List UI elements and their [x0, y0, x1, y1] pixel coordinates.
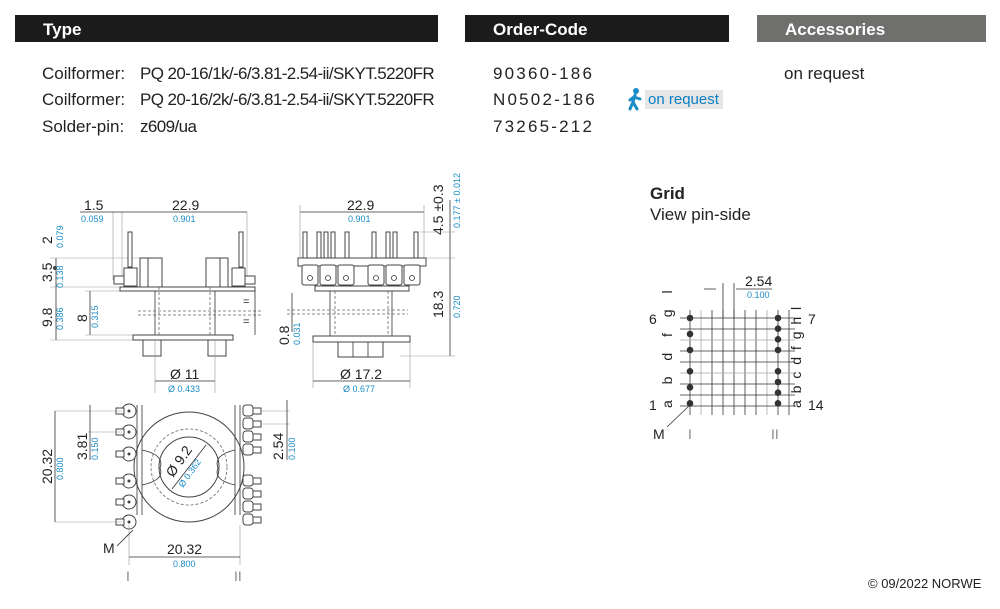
grid-num-14: 14: [808, 397, 824, 413]
grid-right-letters: a b c d f g h l: [788, 305, 804, 408]
order-code: 90360-186: [493, 64, 595, 83]
dim-dia-11: Ø 11: [170, 366, 200, 382]
grid-pin: [774, 400, 782, 407]
header-type: Type: [15, 15, 438, 42]
roman-i: I: [126, 568, 130, 584]
dim-3-81-in: 0.150: [90, 437, 100, 460]
grid-num-1: 1: [649, 397, 657, 413]
dim-1-5-in: 0.059: [81, 214, 104, 224]
grid-pitch: 2.54: [745, 273, 772, 289]
grid-title: Grid: [650, 184, 685, 203]
grid-pin: [686, 330, 694, 338]
header-order-code: Order-Code: [465, 15, 729, 42]
dim-20-32-vert-in: 0.800: [55, 457, 65, 480]
grid-pin: [774, 368, 782, 375]
dim-2-54-in: 0.100: [287, 437, 297, 460]
grid-roman-ii: II: [771, 426, 779, 442]
grid-pin: [774, 336, 782, 343]
dim-dia-17-2-in: Ø 0.677: [343, 384, 375, 394]
grid-left-letters: a b d f g l: [659, 284, 675, 408]
dim-4-5: 4.5 ±0.3: [430, 184, 446, 235]
grid-subtitle: View pin-side: [650, 205, 751, 224]
dim-dia-17-2: Ø 17.2: [340, 366, 382, 382]
dim-22-9-front: 22.9: [347, 197, 374, 213]
grid-roman-i: I: [688, 426, 692, 442]
dim-22-9: 22.9: [172, 197, 199, 213]
dim-dia-11-in: Ø 0.433: [168, 384, 200, 394]
grid-num-7: 7: [808, 311, 816, 327]
grid-pin: [686, 368, 694, 375]
on-request-badge[interactable]: on request: [626, 88, 723, 111]
grid-pin: [774, 378, 782, 386]
grid-num-6: 6: [649, 311, 657, 327]
roman-ii: II: [234, 568, 242, 584]
dim-3-5: 3.5: [39, 262, 55, 282]
dim-20-32-horiz-in: 0.800: [173, 559, 196, 569]
dim-22-9-in: 0.901: [173, 214, 196, 224]
dim-3-5-in: 0.138: [55, 265, 65, 288]
bottom-view: Ø 9.2 Ø 0.362: [39, 400, 297, 584]
header-accessories: Accessories: [757, 15, 986, 42]
grid-pin: [774, 346, 782, 354]
item-value: PQ 20-16/1k/-6/3.81-2.54-ii/SKYT.5220FR: [140, 64, 435, 83]
front-view: 22.9 0.901 4.5 ±0.3 0.177 ± 0.012 18.3 0…: [276, 173, 462, 394]
dim-20-32-vert: 20.32: [39, 449, 55, 484]
dim-3-81: 3.81: [74, 433, 90, 460]
dim-22-9-front-in: 0.901: [348, 214, 371, 224]
dim-9-8: 9.8: [39, 307, 55, 327]
order-code: 73265-212: [493, 117, 595, 136]
item-value: PQ 20-16/2k/-6/3.81-2.54-ii/SKYT.5220FR: [140, 90, 435, 109]
dim-4-5-in: 0.177 ± 0.012: [452, 173, 462, 228]
grid-pin: [686, 400, 694, 407]
dim-8: 8: [74, 314, 90, 322]
dim-2-54: 2.54: [270, 433, 286, 460]
right-pins: [242, 404, 262, 526]
accessories-value: on request: [784, 64, 865, 83]
dim-18-3-in: 0.720: [452, 295, 462, 318]
walking-person-icon: [628, 88, 642, 111]
dim-2-in: 0.079: [55, 225, 65, 248]
grid-marker-m: M: [653, 426, 665, 442]
grid-pin: [774, 325, 782, 332]
grid-pin: [686, 314, 694, 322]
left-pins: [115, 403, 137, 530]
grid-pin: [774, 314, 782, 322]
item-label: Solder-pin:: [42, 117, 125, 136]
grid-pin: [774, 389, 782, 396]
pin-grid: 2.54 0.100 6 1 7 14 a b d f g l a b c d …: [649, 273, 824, 442]
marker-m: M: [103, 540, 115, 556]
dim-1-5: 1.5: [84, 197, 104, 213]
dim-18-3: 18.3: [430, 291, 446, 318]
item-label: Coilformer:: [42, 64, 126, 83]
dim-0-8-in: 0.031: [292, 322, 302, 345]
svg-text:=: =: [243, 296, 249, 308]
dim-9-8-in: 0.386: [55, 307, 65, 330]
item-label: Coilformer:: [42, 90, 126, 109]
dim-8-in: 0.315: [90, 305, 100, 328]
dim-0-8: 0.8: [276, 325, 292, 345]
dim-2: 2: [39, 236, 55, 244]
grid-pitch-in: 0.100: [747, 290, 770, 300]
item-value: z609/ua: [140, 117, 197, 136]
grid-pin: [686, 384, 694, 391]
svg-text:=: =: [243, 316, 249, 328]
badge-label: on request: [645, 89, 723, 109]
copyright: © 09/2022 NORWE: [868, 576, 982, 591]
dim-20-32-horiz: 20.32: [167, 541, 202, 557]
side-view: 1.5 0.059 22.9 0.901 2 0.079 3.5 0.138 9…: [39, 197, 262, 394]
order-code: N0502-186: [493, 90, 597, 109]
grid-pin: [686, 346, 694, 354]
